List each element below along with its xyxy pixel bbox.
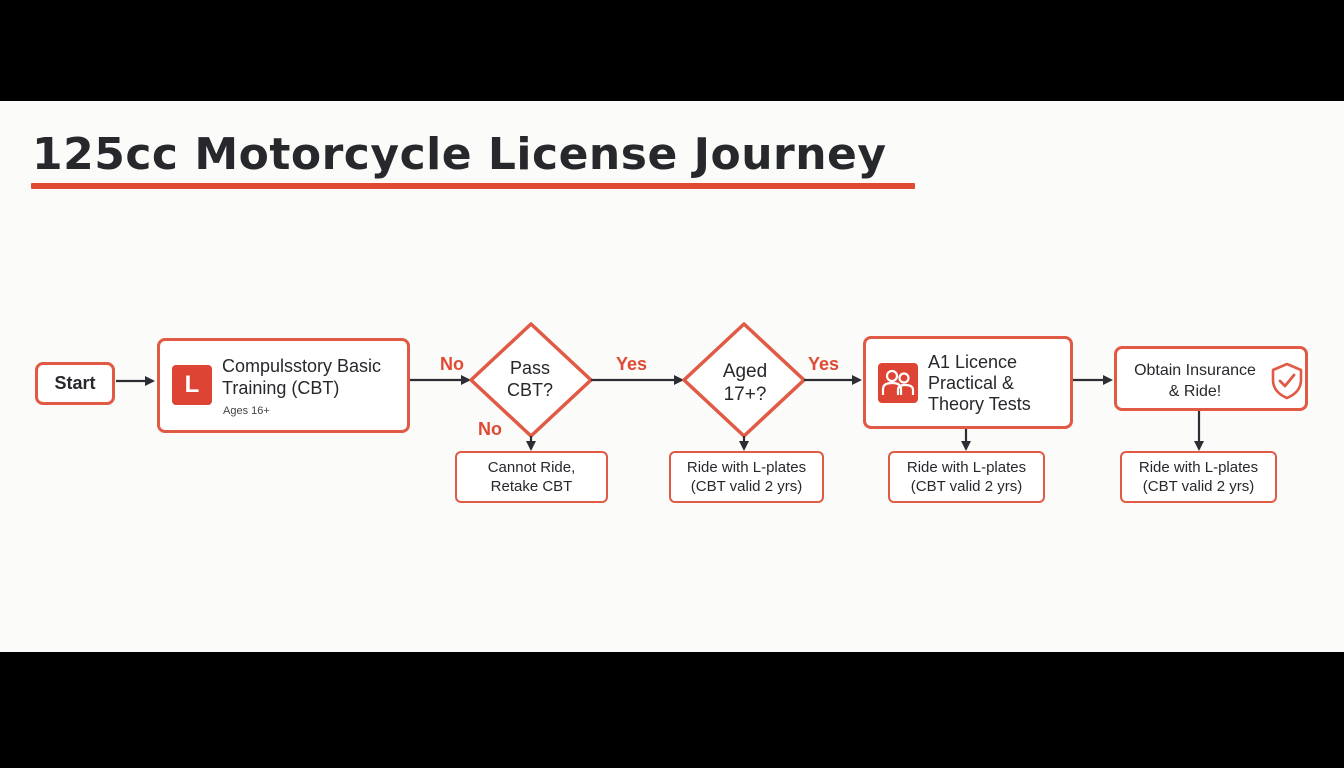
l-plates-node-3: Ride with L-plates (CBT valid 2 yrs) [1120,451,1277,503]
l-plates-node-1: Ride with L-plates (CBT valid 2 yrs) [669,451,824,503]
l-plates-2-line2: (CBT valid 2 yrs) [910,478,1023,495]
l-plates-3-line1: Ride with L-plates [1138,459,1259,476]
people-icon [878,363,918,403]
insurance-line2: & Ride! [1168,383,1222,400]
letterbox-bottom [0,652,1344,768]
l-plate-icon: L [172,365,212,405]
cannot-ride-node: Cannot Ride, Retake CBT [455,451,608,503]
start-node: Start [35,362,115,405]
l-plates-1-line1: Ride with L-plates [686,459,807,476]
insurance-label: Obtain Insurance & Ride! [1123,360,1267,402]
cbt-label: Compulsstory Basic Training (CBT) [222,356,382,398]
l-plates-node-2: Ride with L-plates (CBT valid 2 yrs) [888,451,1045,503]
a1-line2: Practical & [928,373,1015,393]
aged-17-line1: Aged [722,361,768,382]
cannot-ride-line1: Cannot Ride, [487,459,576,476]
shield-check-icon [1271,362,1303,400]
a1-line3: Theory Tests [928,394,1031,414]
cannot-ride-line2: Retake CBT [490,478,573,495]
l-plates-2-line1: Ride with L-plates [906,459,1027,476]
aged-17-line2: 17+? [723,384,767,405]
a1-line1: A1 Licence [928,352,1018,372]
edge-label-no-top: No [440,354,464,374]
l-plates-3-line2: (CBT valid 2 yrs) [1142,478,1255,495]
pass-cbt-label: Pass CBT? [480,357,580,401]
a1-licence-node: A1 Licence Practical & Theory Tests [863,336,1073,429]
cbt-node: L Compulsstory Basic Training (CBT) Ages… [157,338,410,433]
a1-label: A1 Licence Practical & Theory Tests [928,352,1068,415]
insurance-line1: Obtain Insurance [1134,362,1256,379]
pass-cbt-line2: CBT? [506,380,553,400]
edge-label-no-down: No [478,419,502,439]
letterbox-top [0,0,1344,101]
l-plates-1-line2: (CBT valid 2 yrs) [690,478,803,495]
diagram-connectors [116,322,1204,451]
edge-label-yes-aged: Yes [808,354,840,374]
pass-cbt-line1: Pass [509,358,551,378]
diagram-title: 125cc Motorcycle License Journey [32,129,887,180]
diagram-canvas: 125cc Motorcycle License Journey Start L [0,101,1344,652]
cbt-sublabel: Ages 16+ [223,405,270,417]
title-underline [31,183,915,189]
edge-label-yes-pass: Yes [616,354,648,374]
aged-17-label: Aged 17+? [695,360,795,406]
insurance-node: Obtain Insurance & Ride! [1114,346,1308,411]
